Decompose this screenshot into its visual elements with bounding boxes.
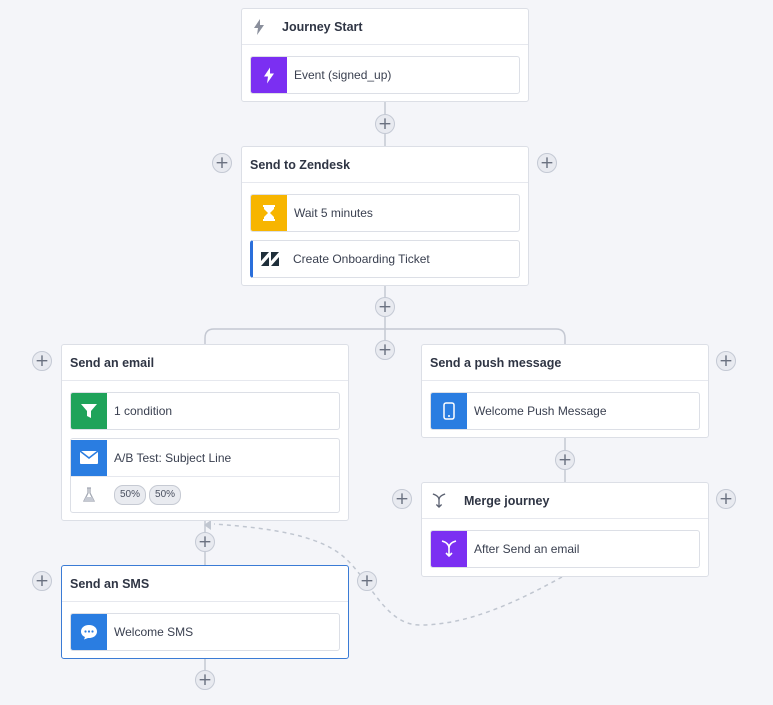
add-step-button[interactable]: + (375, 114, 395, 134)
chat-bubble-icon (71, 614, 107, 650)
event-step[interactable]: Event (signed_up) (250, 56, 520, 94)
add-branch-left-button[interactable]: + (32, 351, 52, 371)
zendesk-header: Send to Zendesk (242, 147, 528, 183)
add-step-button[interactable]: + (195, 670, 215, 690)
add-branch-left-button[interactable]: + (212, 153, 232, 173)
push-step[interactable]: Welcome Push Message (430, 392, 700, 430)
add-branch-left-button[interactable]: + (32, 571, 52, 591)
journey-start-card[interactable]: Journey Start Event (signed_up) (241, 8, 529, 102)
condition-step[interactable]: 1 condition (70, 392, 340, 430)
zendesk-title: Send to Zendesk (250, 157, 351, 172)
sms-step-label: Welcome SMS (114, 625, 194, 639)
flask-icon (71, 487, 107, 503)
merge-header: Merge journey (422, 483, 708, 519)
zendesk-logo-icon (253, 241, 286, 277)
push-card[interactable]: Send a push message Welcome Push Message (421, 344, 709, 438)
email-title: Send an email (70, 355, 155, 370)
lightning-icon (251, 57, 287, 93)
wait-step-label: Wait 5 minutes (294, 206, 373, 220)
filter-icon (71, 393, 107, 429)
add-branch-right-button[interactable]: + (716, 351, 736, 371)
add-branch-middle-button[interactable]: + (375, 340, 395, 360)
hourglass-icon (251, 195, 287, 231)
merge-step-label: After Send an email (474, 542, 580, 556)
zendesk-ticket-step[interactable]: Create Onboarding Ticket (250, 240, 520, 278)
add-step-button[interactable]: + (375, 297, 395, 317)
push-header: Send a push message (422, 345, 708, 381)
journey-start-header: Journey Start (242, 9, 528, 45)
ab-test-step[interactable]: A/B Test: Subject Line 50% 50% (70, 438, 340, 513)
add-branch-left-button[interactable]: + (392, 489, 412, 509)
email-card[interactable]: Send an email 1 condition A/B Test: Subj… (61, 344, 349, 521)
add-branch-right-button[interactable]: + (716, 489, 736, 509)
lightning-icon (252, 18, 266, 35)
add-branch-right-button[interactable]: + (537, 153, 557, 173)
zendesk-ticket-label: Create Onboarding Ticket (293, 252, 430, 266)
journey-start-title: Journey Start (282, 19, 363, 34)
merge-arrow-icon (204, 520, 211, 530)
condition-label: 1 condition (114, 404, 173, 418)
email-header: Send an email (62, 345, 348, 381)
merge-card[interactable]: Merge journey After Send an email (421, 482, 709, 577)
sms-card[interactable]: Send an SMS Welcome SMS (61, 565, 349, 659)
envelope-icon (71, 439, 107, 476)
add-step-button[interactable]: + (555, 450, 575, 470)
add-branch-right-button[interactable]: + (357, 571, 377, 591)
merge-step[interactable]: After Send an email (430, 530, 700, 568)
push-step-label: Welcome Push Message (474, 404, 607, 418)
add-step-button[interactable]: + (195, 532, 215, 552)
ab-test-label: A/B Test: Subject Line (114, 450, 232, 465)
sms-header: Send an SMS (62, 566, 348, 602)
sms-title: Send an SMS (70, 576, 150, 591)
merge-icon (432, 492, 446, 510)
merge-title: Merge journey (464, 493, 550, 508)
wait-step[interactable]: Wait 5 minutes (250, 194, 520, 232)
mobile-phone-icon (431, 393, 467, 429)
ab-variant-b-badge[interactable]: 50% (149, 485, 182, 505)
sms-step[interactable]: Welcome SMS (70, 613, 340, 651)
merge-icon (431, 531, 467, 567)
push-title: Send a push message (430, 355, 562, 370)
event-step-label: Event (signed_up) (294, 68, 392, 82)
ab-variant-a-badge[interactable]: 50% (114, 485, 147, 505)
zendesk-card[interactable]: Send to Zendesk Wait 5 minutes (241, 146, 529, 286)
